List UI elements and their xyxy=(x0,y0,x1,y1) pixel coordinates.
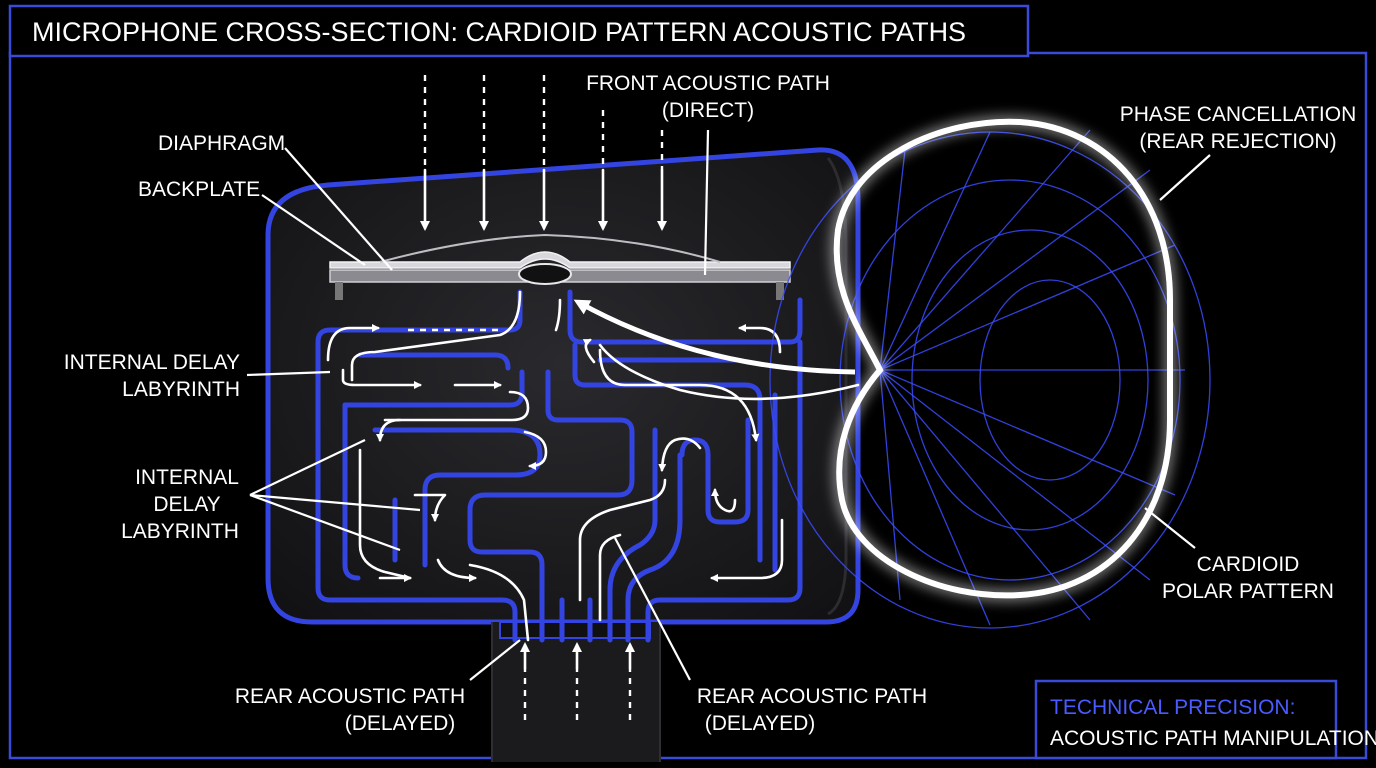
leader-lines xyxy=(246,129,1211,681)
label-rear-left-line1: REAR ACOUSTIC PATH xyxy=(235,685,465,708)
label-labyrinth-b-line2: DELAY xyxy=(153,493,220,516)
callout-heading: TECHNICAL PRECISION: xyxy=(1050,696,1295,719)
diaphragm xyxy=(329,251,791,269)
front-incoming-arrows xyxy=(420,75,667,231)
title-box: MICROPHONE CROSS-SECTION: CARDIOID PATTE… xyxy=(8,4,1030,58)
callout-body: ACOUSTIC PATH MANIPULATION xyxy=(1050,727,1376,750)
label-front-path-line2: (DIRECT) xyxy=(662,99,754,122)
label-cardioid-line2: POLAR PATTERN xyxy=(1162,580,1334,603)
annotation-labels: DIAPHRAGM BACKPLATE FRONT ACOUSTIC PATH … xyxy=(64,72,1356,735)
label-labyrinth-a-line2: LABYRINTH xyxy=(122,378,240,401)
label-phase-line2: (REAR REJECTION) xyxy=(1139,130,1336,153)
label-front-path-line1: FRONT ACOUSTIC PATH xyxy=(586,72,830,95)
technical-callout: TECHNICAL PRECISION: ACOUSTIC PATH MANIP… xyxy=(1034,679,1376,760)
internal-flow-arrows xyxy=(326,290,784,642)
phase-cancellation-arrows xyxy=(573,299,860,401)
label-labyrinth-b-line3: LABYRINTH xyxy=(121,520,239,543)
rear-incoming-arrows xyxy=(520,642,635,720)
label-diaphragm: DIAPHRAGM xyxy=(158,132,285,155)
label-rear-right-line2: (DELAYED) xyxy=(705,712,815,735)
label-rear-left-line2: (DELAYED) xyxy=(345,712,455,735)
capsule-assembly xyxy=(329,233,791,300)
cardioid-curve xyxy=(833,118,1173,599)
cardioid-polar-pattern xyxy=(769,118,1211,629)
page-title: MICROPHONE CROSS-SECTION: CARDIOID PATTE… xyxy=(32,17,966,47)
label-labyrinth-a-line1: INTERNAL DELAY xyxy=(64,351,240,374)
label-cardioid-line1: CARDIOID xyxy=(1197,553,1300,576)
label-backplate: BACKPLATE xyxy=(138,178,260,201)
label-labyrinth-b-line1: INTERNAL xyxy=(135,466,239,489)
label-phase-line1: PHASE CANCELLATION xyxy=(1120,103,1357,126)
label-rear-right-line1: REAR ACOUSTIC PATH xyxy=(697,685,927,708)
